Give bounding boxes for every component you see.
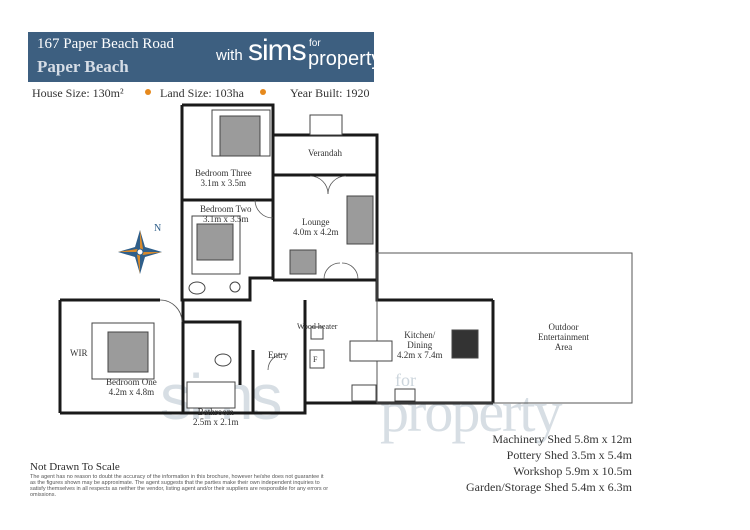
room-size: 4.0m x 4.2m: [293, 227, 339, 237]
room-name: Bathroom: [197, 407, 234, 417]
door-swing: [254, 199, 274, 219]
room-entry: Entry: [268, 350, 288, 360]
label-wood-heater: Wood heater: [297, 322, 338, 331]
door-swing: [341, 262, 359, 280]
room-name: Bedroom Two: [200, 204, 252, 214]
laundry-toilet-icon: [188, 281, 206, 295]
separator-dot: [145, 89, 151, 95]
address-street: 167 Paper Beach Road: [37, 36, 175, 52]
room-bedroom-two: Bedroom Two 3.1m x 3.5m: [200, 204, 251, 224]
room-outdoor-entertainment: Outdoor Entertainment Area: [538, 322, 589, 352]
brand-logo-sims: sims: [248, 34, 307, 67]
brand-logo-for: for: [309, 38, 321, 49]
chimney-icon: [309, 114, 343, 136]
room-bedroom-one: Bedroom One 4.2m x 4.8m: [106, 377, 157, 397]
room-size: 2.5m x 2.1m: [193, 417, 239, 427]
room-kitchen-dining: Kitchen/ Dining 4.2m x 7.4m: [397, 330, 443, 360]
wood-heater-icon: [310, 326, 324, 340]
room-verandah: Verandah: [308, 148, 342, 158]
door-swing: [323, 262, 341, 280]
brand-logo-property: property: [308, 48, 382, 70]
room-name: Bedroom One: [106, 377, 157, 387]
address-suburb: Paper Beach: [37, 57, 129, 76]
year-built: Year Built: 1920: [290, 86, 370, 100]
room-size: 3.1m x 3.5m: [200, 178, 247, 188]
bathtub-icon: [186, 381, 236, 409]
kitchen-island-icon: [349, 340, 393, 362]
fridge-icon: [309, 349, 325, 369]
room-bathroom: Bathroom 2.5m x 2.1m: [193, 407, 239, 427]
not-to-scale-note: Not Drawn To Scale: [30, 461, 120, 473]
bed-two-cover: [196, 223, 234, 261]
room-name: Area: [554, 342, 573, 352]
room-bedroom-three: Bedroom Three 3.1m x 3.5m: [195, 168, 252, 188]
armchair-icon: [289, 249, 317, 275]
watermark-for: for: [395, 370, 416, 390]
door-swing: [309, 175, 329, 195]
stove-icon: [351, 384, 377, 402]
room-name: Outdoor: [548, 322, 579, 332]
disclaimer-text: The agent has no reason to doubt the acc…: [30, 474, 329, 498]
compass-rose-icon: [118, 230, 162, 274]
shed-item: Pottery Shed 3.5m x 5.4m: [506, 448, 632, 462]
separator-dot: [260, 89, 266, 95]
wall-hall: [180, 275, 273, 302]
land-size: Land Size: 103ha: [160, 86, 244, 100]
shed-item: Garden/Storage Shed 5.4m x 6.3m: [466, 480, 632, 494]
sink-icon: [394, 388, 416, 402]
sofa-icon: [346, 195, 374, 245]
dining-table-icon: [451, 329, 479, 359]
room-size: 4.2m x 7.4m: [397, 350, 443, 360]
bed-three-cover: [219, 115, 261, 157]
room-name: Entertainment: [538, 332, 589, 342]
door-swing: [159, 299, 183, 323]
room-lounge: Lounge 4.0m x 4.2m: [293, 217, 339, 237]
room-size: 4.2m x 4.8m: [108, 387, 155, 397]
room-name: Dining: [407, 340, 433, 350]
wall-bath: [183, 320, 242, 385]
house-size: House Size: 130m²: [32, 86, 124, 100]
outdoor-area-outline: [376, 252, 633, 404]
door-swing: [267, 353, 285, 371]
room-wir: WIR: [70, 348, 88, 358]
label-fridge: F: [313, 355, 318, 364]
room-name: Lounge: [302, 217, 330, 227]
room-name: Kitchen/: [404, 330, 436, 340]
toilet-icon: [214, 353, 232, 367]
basin-icon: [229, 281, 241, 293]
brand-with-text: with: [216, 47, 243, 64]
wall-kitchen-north: [375, 280, 493, 302]
shed-item: Workshop 5.9m x 10.5m: [513, 464, 632, 478]
shed-item: Machinery Shed 5.8m x 12m: [492, 432, 632, 446]
compass-north-label: N: [154, 223, 162, 234]
room-size: 3.1m x 3.5m: [202, 214, 249, 224]
door-swing: [327, 175, 347, 195]
bed-one-cover: [107, 331, 149, 373]
header-banner: 167 Paper Beach Road Paper Beach with si…: [28, 32, 381, 82]
room-name: Bedroom Three: [195, 168, 252, 178]
